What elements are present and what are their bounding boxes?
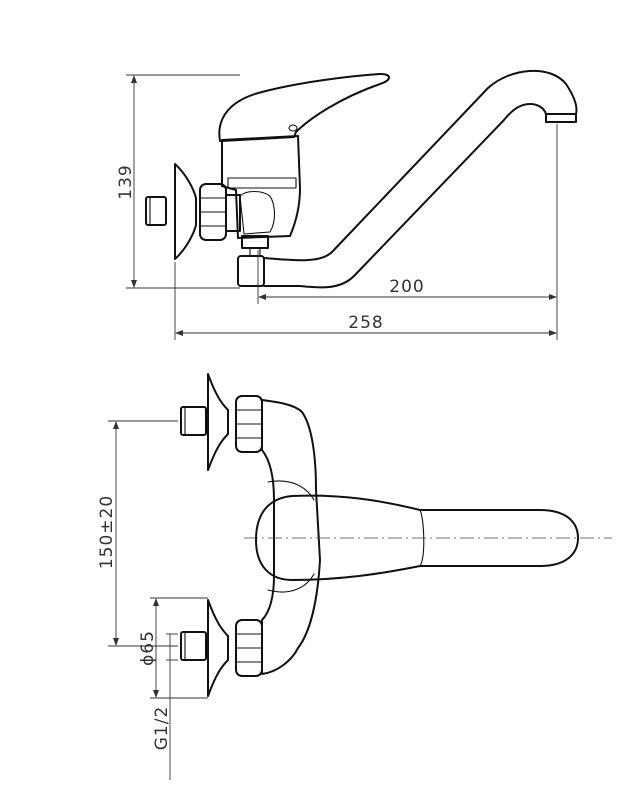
- dim-center-distance: 150±20: [97, 495, 117, 569]
- side-view: [145, 70, 578, 289]
- side-valve-body: [221, 135, 301, 239]
- side-dimensions: 139 200 258: [116, 74, 558, 340]
- top-dimensions: 150±20 ϕ65 G1/2: [97, 420, 208, 780]
- top-connector-lower: [180, 599, 263, 697]
- side-hex-nut: [199, 183, 227, 241]
- side-aerator: [545, 113, 577, 123]
- side-connector-stub: [145, 196, 167, 226]
- top-connector-upper: [180, 373, 263, 471]
- dim-height-139: 139: [116, 164, 136, 199]
- dim-spout-200: 200: [389, 277, 424, 297]
- side-lever-handle: [218, 73, 390, 142]
- side-swivel-base: [237, 255, 265, 287]
- top-view: [180, 373, 612, 697]
- side-spout: [263, 70, 578, 289]
- top-lever-handle: [255, 494, 579, 581]
- side-wall-flange: [174, 163, 197, 260]
- dim-thread-size: G1/2: [152, 706, 172, 751]
- dim-flange-diameter: ϕ65: [138, 630, 158, 666]
- dim-overall-258: 258: [348, 313, 383, 333]
- top-body: [261, 399, 321, 675]
- side-arm: [225, 194, 241, 232]
